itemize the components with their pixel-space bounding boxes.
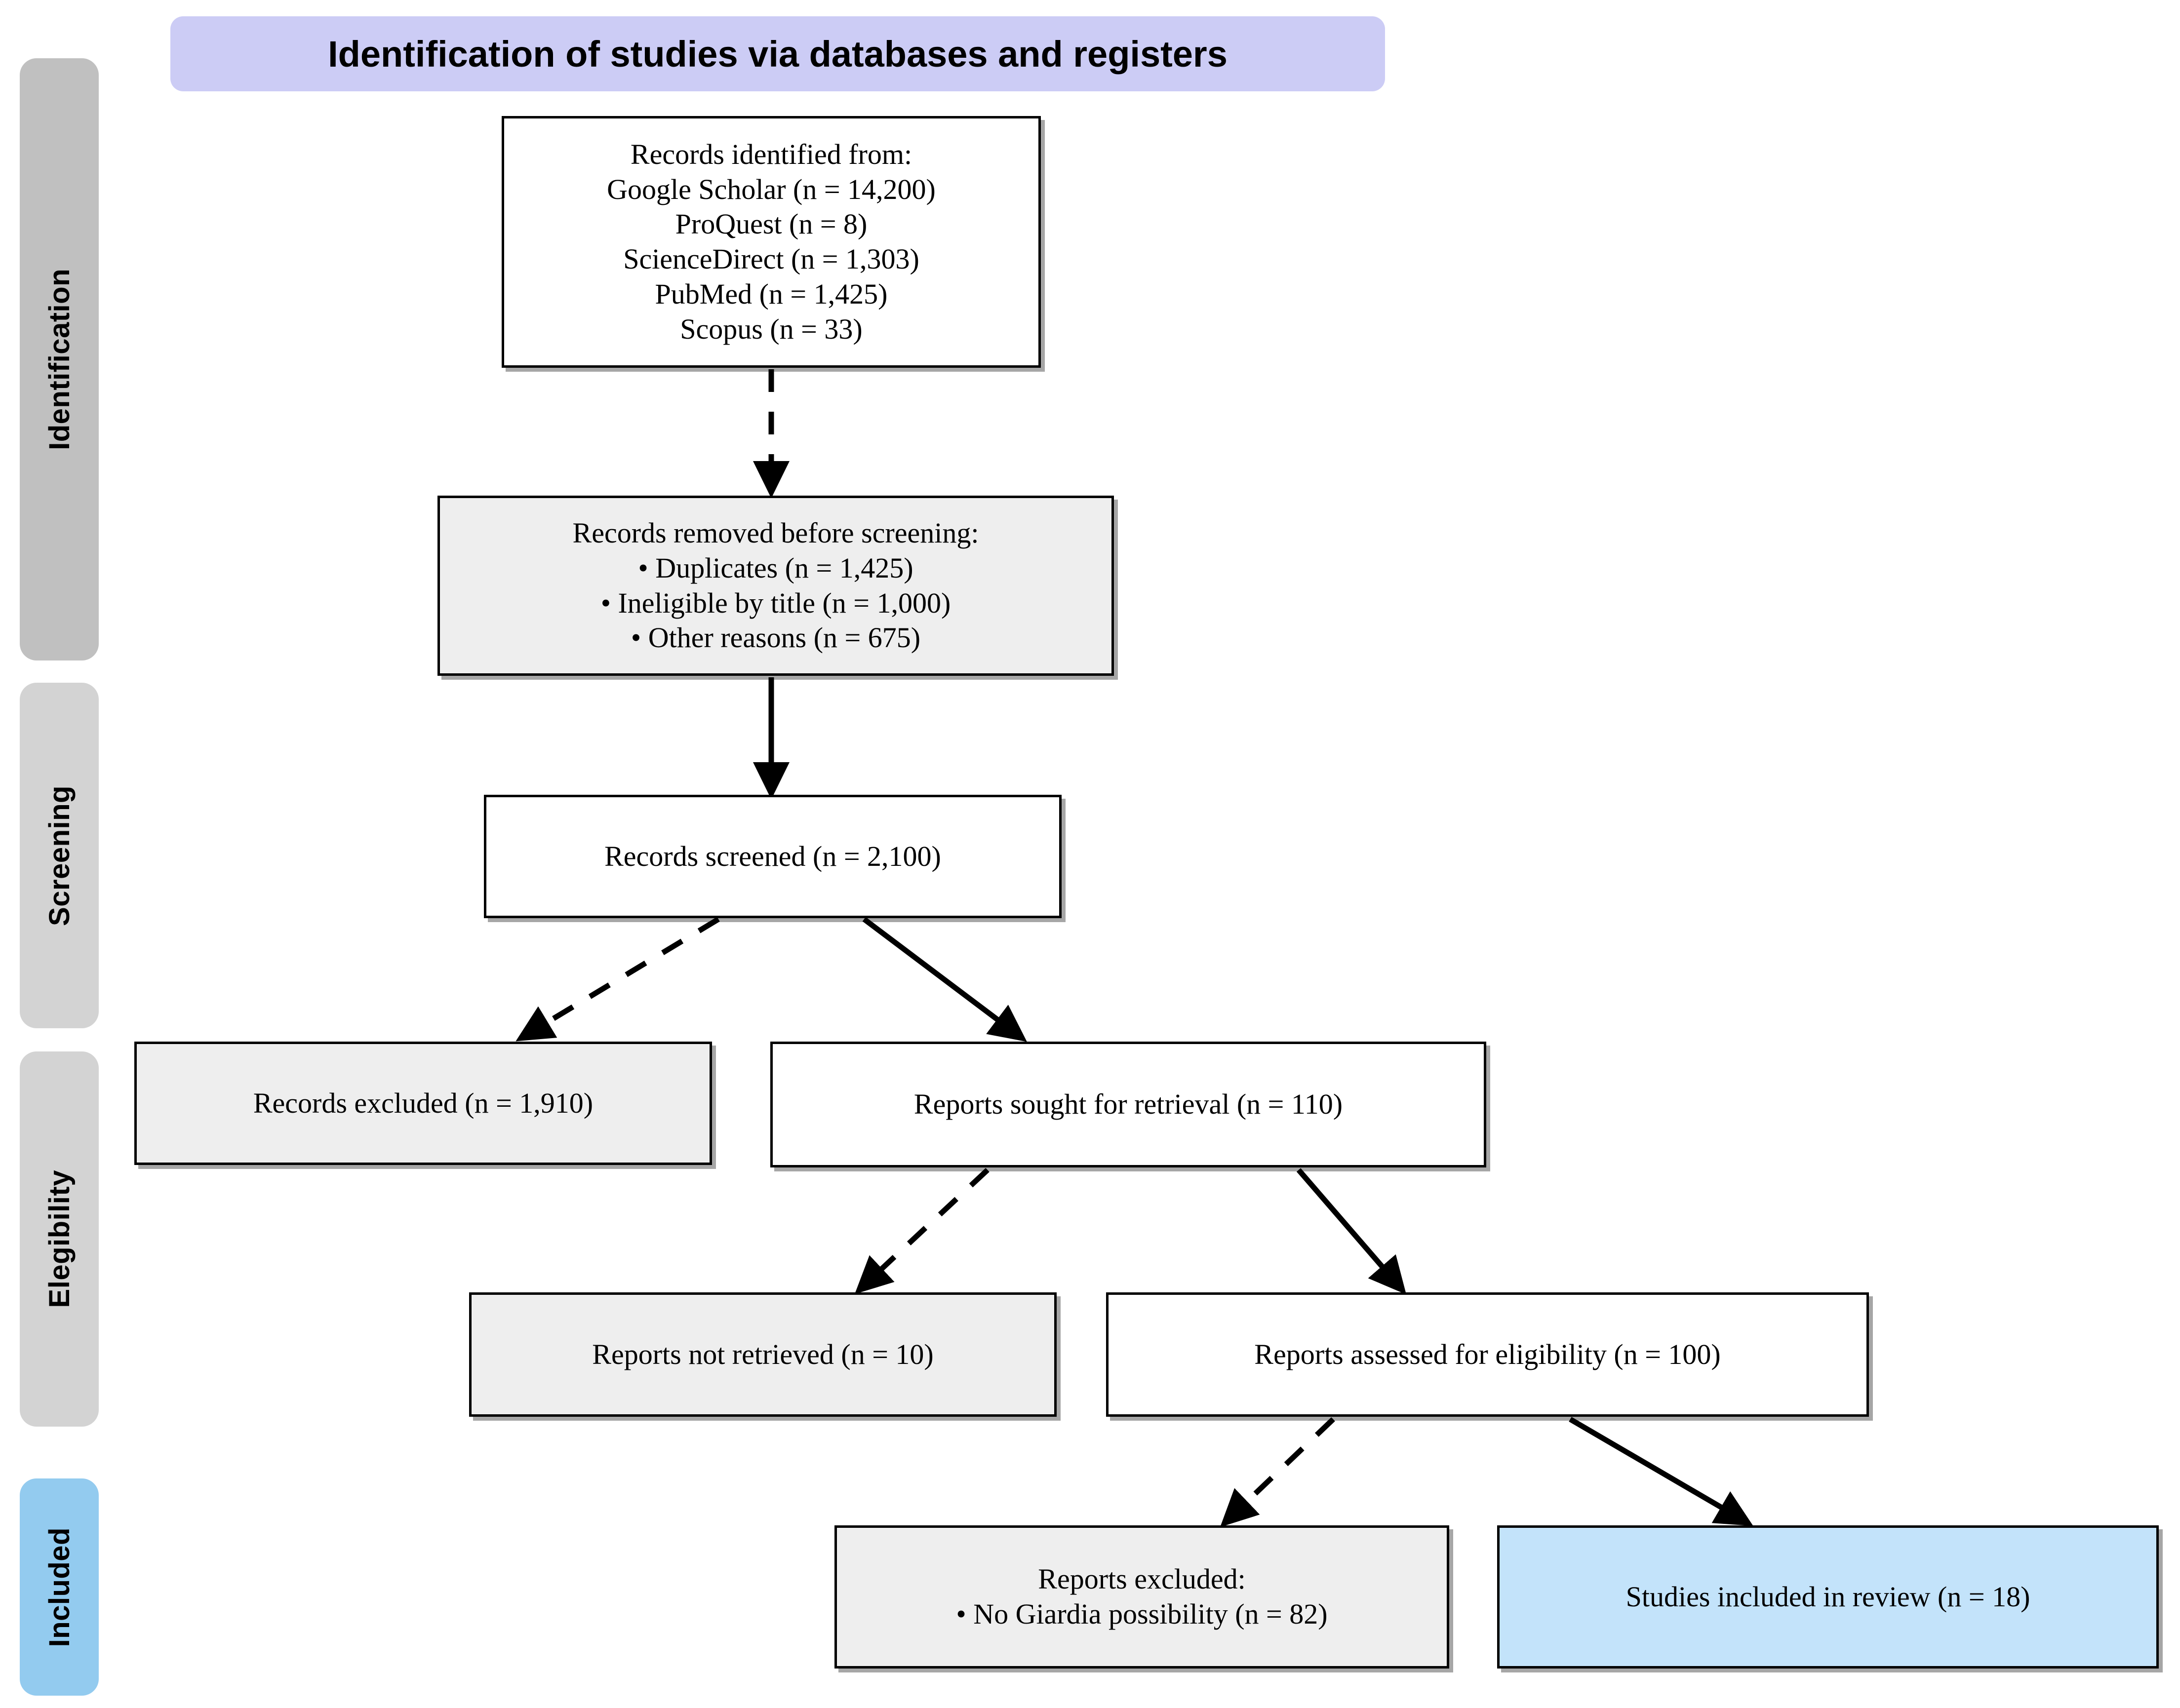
node-records-removed[interactable]: Records removed before screening: • Dupl… (437, 496, 1114, 676)
node-records-excluded[interactable]: Records excluded (n = 1,910) (134, 1042, 712, 1165)
node-records-removed-text: Records removed before screening: • Dupl… (572, 517, 979, 654)
phase-band-eligibility: Elegibility (20, 1051, 99, 1427)
node-reports-not-retrieved[interactable]: Reports not retrieved (n = 10) (469, 1292, 1057, 1417)
node-records-identified-text: Records identified from: Google Scholar … (607, 138, 936, 345)
node-studies-included-text: Studies included in review (n = 18) (1625, 1580, 2030, 1613)
phase-band-screening: Screening (20, 683, 99, 1028)
node-records-screened[interactable]: Records screened (n = 2,100) (484, 795, 1062, 918)
node-reports-not-retrieved-text: Reports not retrieved (n = 10) (592, 1338, 934, 1370)
phase-band-eligibility-label: Elegibility (43, 1170, 76, 1308)
node-records-screened-text: Records screened (n = 2,100) (604, 840, 941, 872)
node-reports-excluded-text: Reports excluded: • No Giardia possibili… (956, 1563, 1328, 1630)
edge-sought-to-assessed (1296, 1168, 1407, 1295)
edge-sought-to-not-retrieved (854, 1167, 990, 1294)
edge-screened-to-reports-sought (862, 917, 1027, 1042)
node-studies-included[interactable]: Studies included in review (n = 18) (1497, 1525, 2159, 1669)
node-records-identified[interactable]: Records identified from: Google Scholar … (502, 116, 1041, 368)
page-title: Identification of studies via databases … (328, 33, 1228, 75)
edge-assessed-to-reports-excluded (1220, 1417, 1335, 1527)
phase-band-identification-label: Identification (43, 269, 76, 450)
diagram-title-banner: Identification of studies via databases … (170, 16, 1385, 91)
phase-band-included-label: Included (43, 1527, 76, 1647)
phase-band-identification: Identification (20, 58, 99, 660)
node-reports-excluded[interactable]: Reports excluded: • No Giardia possibili… (834, 1525, 1449, 1669)
phase-band-screening-label: Screening (43, 785, 76, 926)
node-reports-sought-text: Reports sought for retrieval (n = 110) (913, 1088, 1343, 1121)
node-reports-assessed[interactable]: Reports assessed for eligibility (n = 10… (1106, 1292, 1869, 1417)
node-reports-sought[interactable]: Reports sought for retrieval (n = 110) (770, 1042, 1486, 1167)
node-records-excluded-text: Records excluded (n = 1,910) (253, 1087, 594, 1119)
edge-assessed-to-studies-included (1569, 1417, 1753, 1526)
edge-screened-to-records-excluded (515, 917, 720, 1042)
node-reports-assessed-text: Reports assessed for eligibility (n = 10… (1254, 1338, 1721, 1370)
phase-band-included: Included (20, 1478, 99, 1696)
